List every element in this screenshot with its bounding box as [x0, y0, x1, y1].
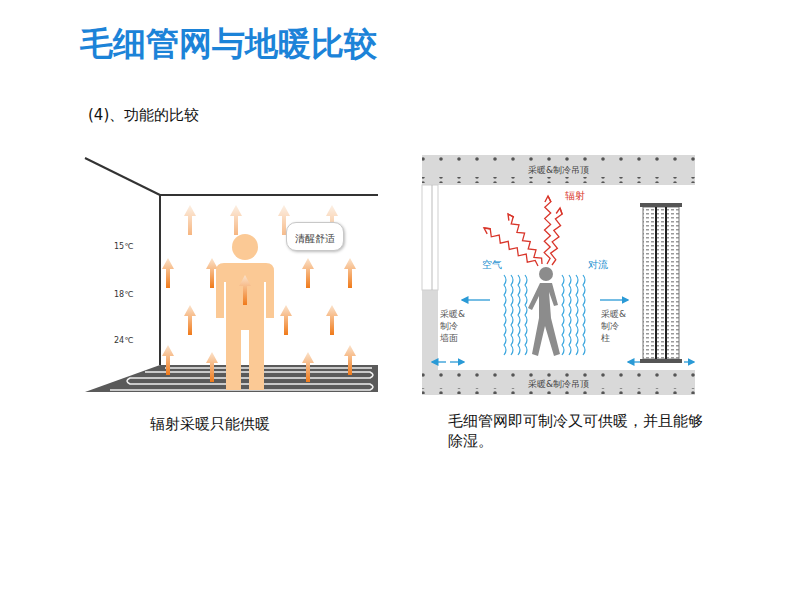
node-text: 采暖&制冷吊顶: [525, 164, 592, 177]
wave-line: [576, 275, 578, 355]
node-text: 清醒舒适: [295, 233, 335, 244]
thought-bubble: 清醒舒适: [286, 222, 344, 251]
slide-title: 毛细管网与地暖比较: [80, 24, 377, 64]
column-label: 采暖&制冷柱: [601, 308, 627, 344]
floor-heating-room: [85, 155, 378, 392]
wave-line: [569, 275, 571, 355]
temperature-mark: 24℃: [114, 336, 133, 346]
person-figure: [216, 234, 274, 390]
section-heading: (4)、功能的比较: [88, 106, 199, 124]
caption: 辐射采暖只能供暖: [150, 415, 270, 433]
temperature-mark: 18℃: [114, 290, 133, 300]
radiation-label: 辐射: [563, 190, 587, 202]
floor-ceiling-band: 采暖&制冷吊顶: [422, 378, 695, 391]
wave-line: [544, 196, 551, 264]
wave-line: [508, 214, 542, 264]
radiation-and-air-waves: [484, 196, 585, 355]
air-label: 空气: [480, 259, 504, 271]
wave-line: [551, 208, 563, 265]
floor-pipes: [110, 368, 373, 390]
node-text: 采暖&制冷吊顶: [525, 378, 592, 391]
wave-line: [525, 275, 527, 355]
ceiling-band: 采暖&制冷吊顶: [422, 163, 695, 177]
wave-line: [504, 275, 506, 355]
caption: 毛细管网即可制冷又可供暖，并且能够除湿。: [448, 411, 708, 452]
temperature-mark: 15℃: [114, 242, 133, 252]
walking-person: [528, 267, 560, 356]
wave-line: [511, 275, 513, 355]
wave-line: [583, 275, 585, 355]
wave-line: [518, 275, 520, 355]
wave-line: [484, 228, 491, 234]
capillary-room: [422, 155, 695, 395]
wall-label: 采暖&制冷墙面: [440, 308, 466, 344]
wave-line: [508, 214, 514, 221]
capillary-column: [640, 203, 682, 363]
wave-line: [562, 275, 564, 355]
convection-label: 对流: [586, 259, 610, 271]
wave-line: [556, 208, 562, 214]
heat-arrow: [239, 275, 251, 305]
wave-line: [545, 196, 551, 202]
